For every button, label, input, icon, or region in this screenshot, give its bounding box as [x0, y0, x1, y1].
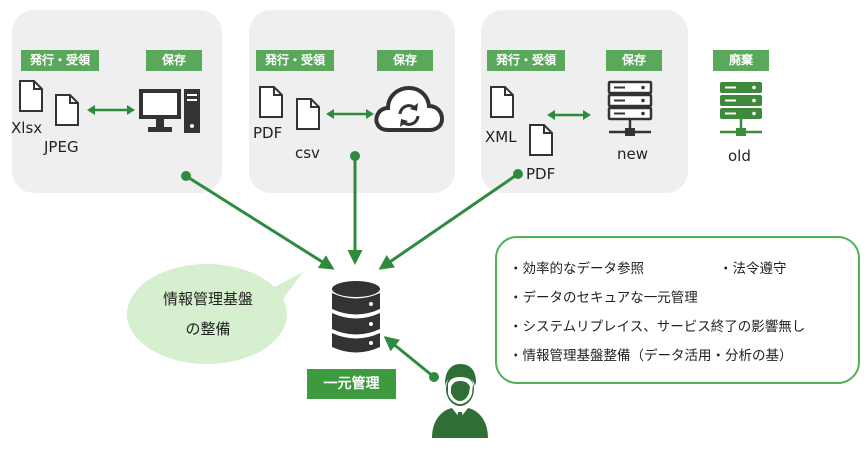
arrow-panel1-to-central [181, 171, 335, 270]
server-label-new: new [617, 145, 649, 163]
cloud-sync-icon [374, 85, 445, 132]
desktop-computer-icon [139, 89, 200, 133]
file-label-jpeg: JPEG [44, 138, 79, 156]
file-label-xlsx: Xlsx [11, 119, 43, 137]
store-tag-3: 保存 [606, 50, 662, 71]
benefits-box: ・効率的なデータ参照 ・法令遵守 ・データのセキュアな一元管理 ・システムリプレ… [495, 236, 860, 384]
benefit-item-5: ・情報管理基盤整備（データ活用・分析の基） [509, 348, 793, 364]
server-icon [720, 82, 762, 136]
bubble-line-2: の整備 [185, 320, 231, 338]
file-label-pdf-2: PDF [526, 165, 556, 183]
issue-receive-tag-2: 発行・受領 [256, 50, 334, 71]
document-icon [55, 94, 79, 126]
file-label-csv: csv [295, 144, 320, 162]
document-icon [259, 86, 283, 118]
disposal-tag: 廃棄 [713, 50, 769, 71]
bubble-text: 情報管理基盤 の整備 [145, 284, 271, 344]
businessperson-icon [432, 364, 488, 438]
store-tag-2: 保存 [377, 50, 433, 71]
benefit-item-4: ・システムリプレイス、サービス終了の影響無し [509, 319, 806, 335]
arrow-person-to-central [383, 336, 439, 382]
arrow-panel2-to-central [347, 151, 363, 265]
central-management-label: 一元管理 [307, 369, 396, 399]
benefit-item-3: ・データのセキュアな一元管理 [509, 290, 698, 306]
document-icon [19, 80, 43, 112]
double-arrow-icon [547, 110, 591, 120]
issue-receive-tag-3: 発行・受領 [487, 50, 565, 71]
bubble-line-1: 情報管理基盤 [162, 290, 253, 308]
database-icon [332, 281, 380, 353]
benefit-item-1: ・効率的なデータ参照 [509, 261, 644, 277]
server-icon [607, 80, 653, 136]
double-arrow-icon [87, 105, 135, 115]
double-arrow-icon [326, 109, 374, 119]
arrow-panel3-to-central [378, 169, 523, 270]
document-icon [490, 86, 514, 118]
issue-receive-tag-1: 発行・受領 [21, 50, 99, 71]
source-panel-3 [481, 10, 688, 193]
speech-bubble [127, 264, 303, 364]
file-label-xml: XML [485, 128, 517, 146]
document-icon [529, 124, 553, 156]
benefit-item-2: ・法令遵守 [719, 261, 787, 277]
document-icon [296, 98, 320, 130]
server-label-old: old [728, 147, 751, 165]
store-tag-1: 保存 [146, 50, 202, 71]
file-label-pdf: PDF [253, 124, 283, 142]
